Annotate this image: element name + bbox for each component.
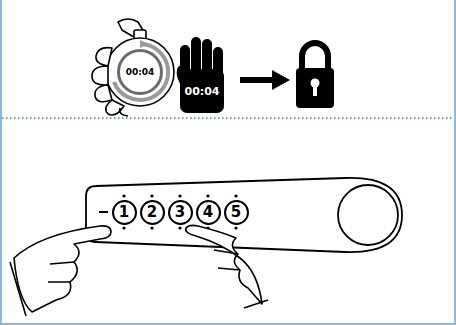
button-pips <box>122 194 237 229</box>
divider-line <box>2 117 454 119</box>
hand-silhouette <box>176 35 228 113</box>
frame-line <box>0 323 456 325</box>
keypad-button: 2 <box>140 200 165 225</box>
button-number: 1 <box>119 205 129 220</box>
padlock-shackle <box>302 43 328 70</box>
left-hand <box>10 226 111 316</box>
right-hand <box>186 225 268 308</box>
arrow-head <box>272 70 290 90</box>
button-number: 5 <box>231 205 241 220</box>
keypad-button: 5 <box>224 200 249 225</box>
button-number: 4 <box>203 205 213 220</box>
progress-ring <box>114 44 168 100</box>
keypad-button: 3 <box>168 200 193 225</box>
button-number: 3 <box>175 205 185 220</box>
button-number: 2 <box>147 205 157 220</box>
stop-hand: 00:04 <box>176 35 228 113</box>
stopwatch-hand <box>92 19 174 116</box>
dash-mark <box>99 211 108 213</box>
ring-arrowhead <box>140 40 148 48</box>
timer-readout: 00:04 <box>184 86 219 97</box>
keypad-button: 1 <box>112 200 137 225</box>
frame-line <box>454 0 456 325</box>
frame-line <box>0 0 2 325</box>
keyhole <box>313 85 317 96</box>
keypad-body <box>86 178 402 252</box>
keypad-button: 4 <box>196 200 221 225</box>
stopwatch-display: 00:04 <box>117 49 163 95</box>
timer-readout: 00:04 <box>126 68 155 77</box>
padlock-body <box>296 68 334 108</box>
arrow-line <box>240 77 274 83</box>
